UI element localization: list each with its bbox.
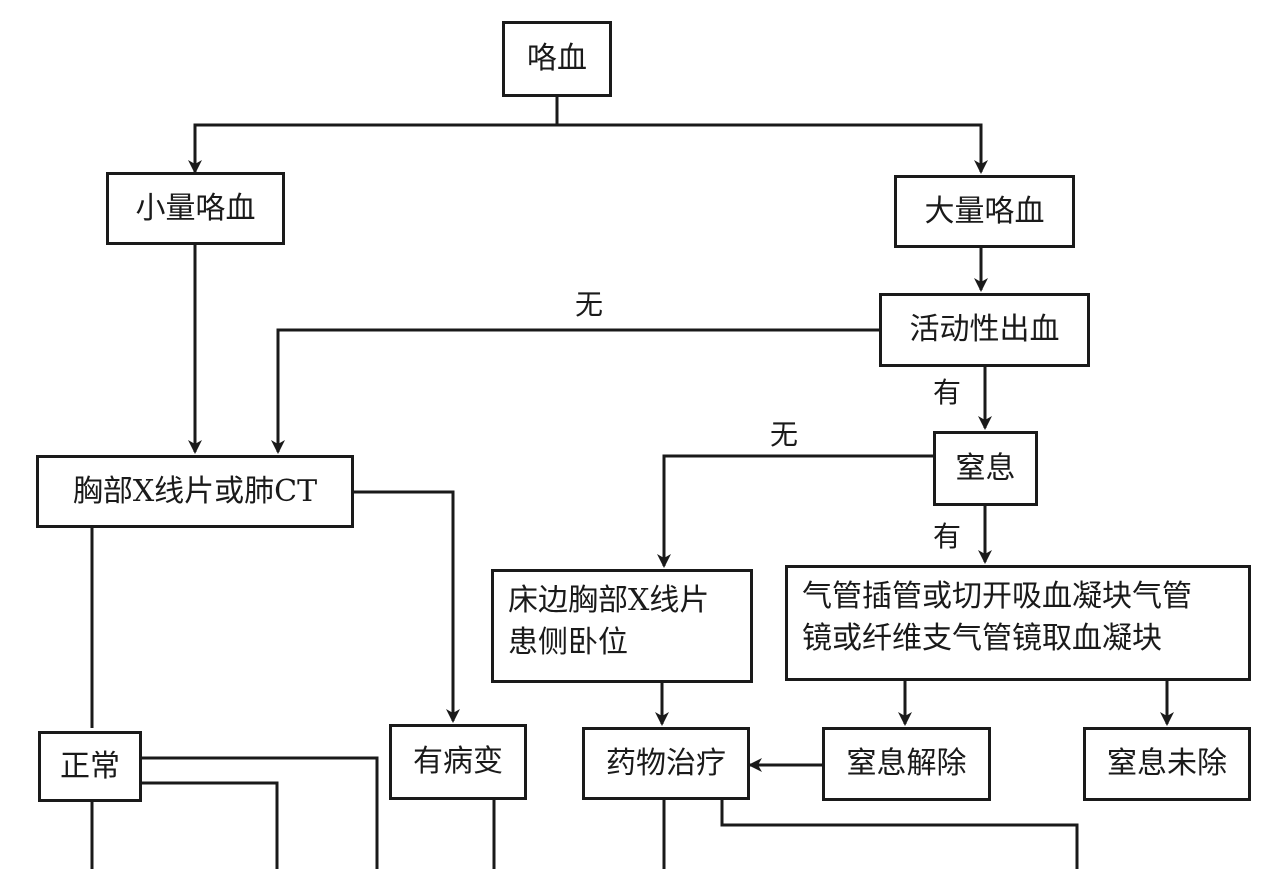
bedside-line-2: 患侧卧位 (508, 625, 628, 660)
edge-hemoptysis-to-small (188, 123, 557, 174)
node-active-bleeding: 活动性出血 (879, 293, 1090, 367)
node-bedside-xray: 床边胸部X线片 患侧卧位 (491, 569, 753, 683)
label-asphyxia-no: 无 (770, 418, 799, 451)
node-hemoptysis: 咯血 (502, 21, 612, 97)
node-normal: 正常 (38, 731, 142, 802)
label-active-yes: 有 (933, 376, 962, 409)
intubation-line-1: 气管插管或切开吸血凝块气管 (802, 579, 1192, 614)
bedside-line-1: 床边胸部X线片 (508, 583, 710, 618)
node-asphyxia-relieved: 窒息解除 (822, 727, 991, 801)
node-small-hemoptysis: 小量咯血 (106, 172, 285, 245)
label-active-no: 无 (575, 288, 604, 321)
edge-active-no-to-ct (271, 328, 879, 454)
node-chest-ct: 胸部X线片或肺CT (36, 455, 354, 528)
edge-hemoptysis-to-large (557, 123, 988, 174)
edge-drug-branch (720, 800, 1079, 869)
node-drug-therapy: 药物治疗 (582, 727, 750, 800)
edge-normal-branch-2 (142, 781, 279, 869)
edge-ct-to-lesion (354, 490, 460, 723)
node-large-hemoptysis: 大量咯血 (894, 175, 1075, 248)
node-asphyxia-unrelieved: 窒息未除 (1083, 727, 1251, 801)
node-asphyxia: 窒息 (933, 431, 1038, 506)
node-lesion: 有病变 (389, 724, 527, 800)
label-asphyxia-yes: 有 (933, 520, 962, 553)
edge-asphyxia-no-to-bedside (657, 454, 933, 568)
edge-normal-branch-1 (142, 756, 379, 869)
node-intubation: 气管插管或切开吸血凝块气管 镜或纤维支气管镜取血凝块 (785, 565, 1251, 681)
intubation-line-2: 镜或纤维支气管镜取血凝块 (802, 621, 1162, 656)
